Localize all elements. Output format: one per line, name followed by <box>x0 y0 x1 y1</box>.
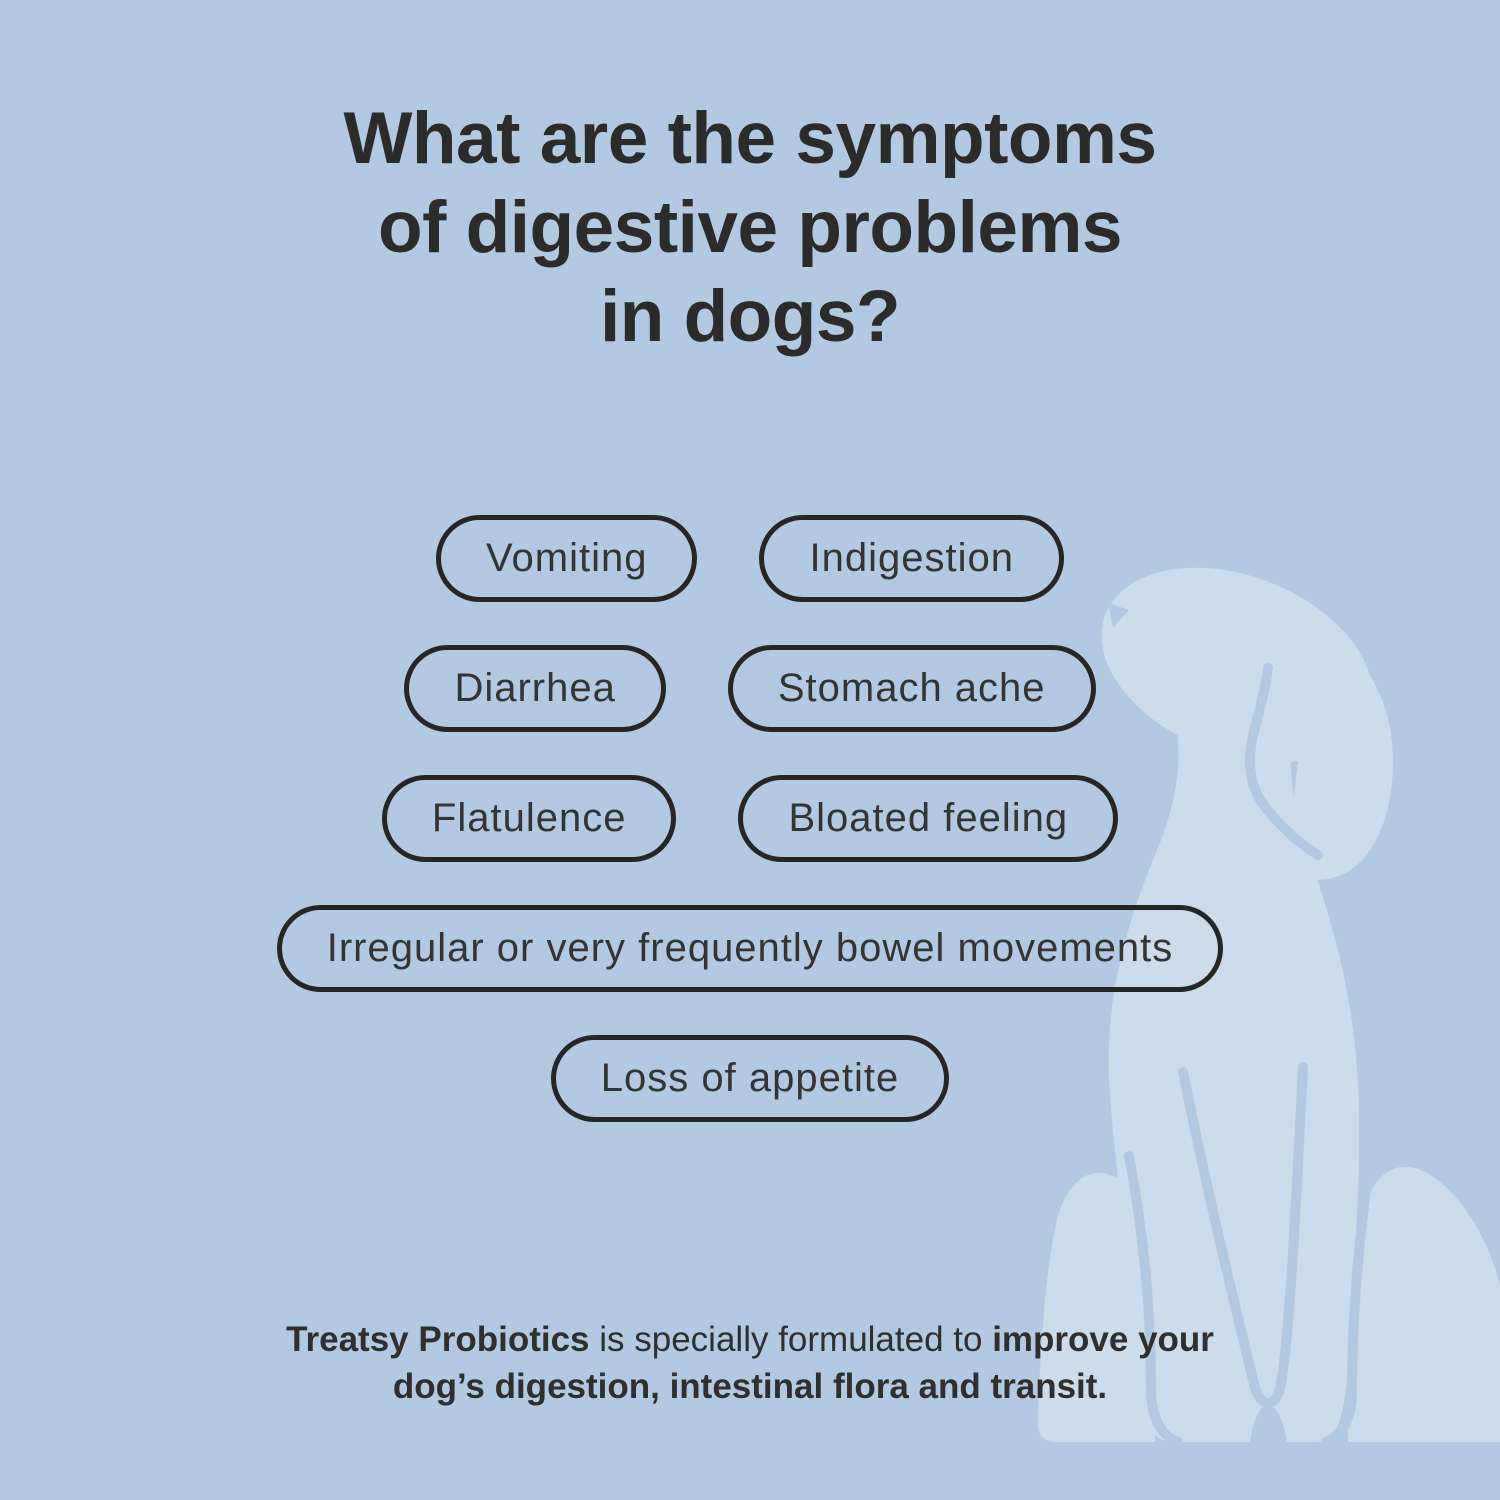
footer-text: Treatsy Probiotics is specially formulat… <box>250 1316 1250 1410</box>
dog-paw-gap <box>1250 1406 1287 1442</box>
dog-left-haunch <box>1037 1172 1155 1442</box>
dog-ear <box>1284 636 1394 880</box>
dog-right-haunch <box>1348 1166 1500 1442</box>
page-title-line-1: What are the symptoms <box>343 98 1157 179</box>
symptom-pill-stomach-ache: Stomach ache <box>727 645 1096 732</box>
page-title: What are the symptoms of digestive probl… <box>0 94 1500 361</box>
symptom-pill-bloated-feeling: Bloated feeling <box>738 775 1119 862</box>
dog-silhouette <box>1037 567 1500 1447</box>
dog-ear-line <box>1244 663 1323 860</box>
page-title-line-3: in dogs? <box>599 276 901 357</box>
dog-mouth-notch <box>1108 603 1129 628</box>
footer-middle: is specially formulated to <box>589 1320 993 1359</box>
symptom-list: Vomiting Indigestion Diarrhea Stomach ac… <box>0 515 1500 1122</box>
symptom-row-2: Diarrhea Stomach ache <box>404 645 1096 732</box>
symptom-pill-diarrhea: Diarrhea <box>404 645 666 732</box>
symptom-pill-irregular-bowel-movements: Irregular or very frequently bowel movem… <box>276 905 1224 992</box>
footer-brand: Treatsy Probiotics <box>286 1320 590 1359</box>
dog-left-haunch-line <box>1124 1151 1183 1447</box>
symptom-row-3: Flatulence Bloated feeling <box>381 775 1119 862</box>
symptom-pill-vomiting: Vomiting <box>436 515 698 602</box>
dog-front-legs-line <box>1178 1062 1308 1408</box>
symptom-pill-indigestion: Indigestion <box>759 515 1064 602</box>
footer-benefit: improve your dog’s digestion, intestinal… <box>392 1320 1214 1406</box>
symptom-row-4: Irregular or very frequently bowel movem… <box>276 905 1224 992</box>
symptom-pill-flatulence: Flatulence <box>381 775 677 862</box>
symptom-pill-loss-of-appetite: Loss of appetite <box>550 1035 950 1122</box>
symptom-row-5: Loss of appetite <box>550 1035 950 1122</box>
dog-right-haunch-line <box>1321 1151 1376 1447</box>
symptom-row-1: Vomiting Indigestion <box>436 515 1064 602</box>
page-title-line-2: of digestive problems <box>378 187 1123 268</box>
